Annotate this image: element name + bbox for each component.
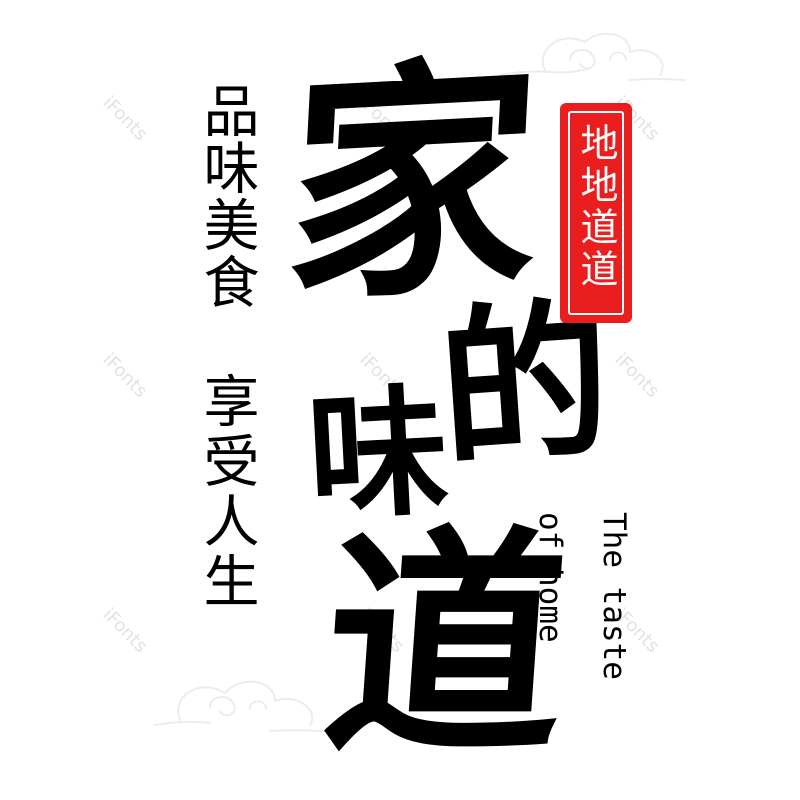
seal-text: 地地道道 — [574, 123, 618, 291]
title-char-jia: 家 — [279, 29, 547, 337]
red-seal-stamp: 地地道道 — [562, 105, 630, 321]
auspicious-cloud-icon — [499, 32, 686, 81]
slogan-line-2: 享受人生 — [194, 372, 259, 612]
watermark-text: iFonts — [98, 92, 152, 145]
auspicious-cloud-icon — [154, 680, 336, 733]
watermark-text: iFonts — [98, 604, 152, 657]
english-line-2: of home — [532, 512, 568, 643]
title-char-de: 的 — [433, 279, 617, 491]
watermark-text: iFonts — [610, 349, 664, 402]
watermark-text: iFonts — [98, 349, 152, 402]
english-line-1: The taste — [596, 512, 632, 680]
slogan-line-1: 品味美食 — [194, 82, 259, 310]
